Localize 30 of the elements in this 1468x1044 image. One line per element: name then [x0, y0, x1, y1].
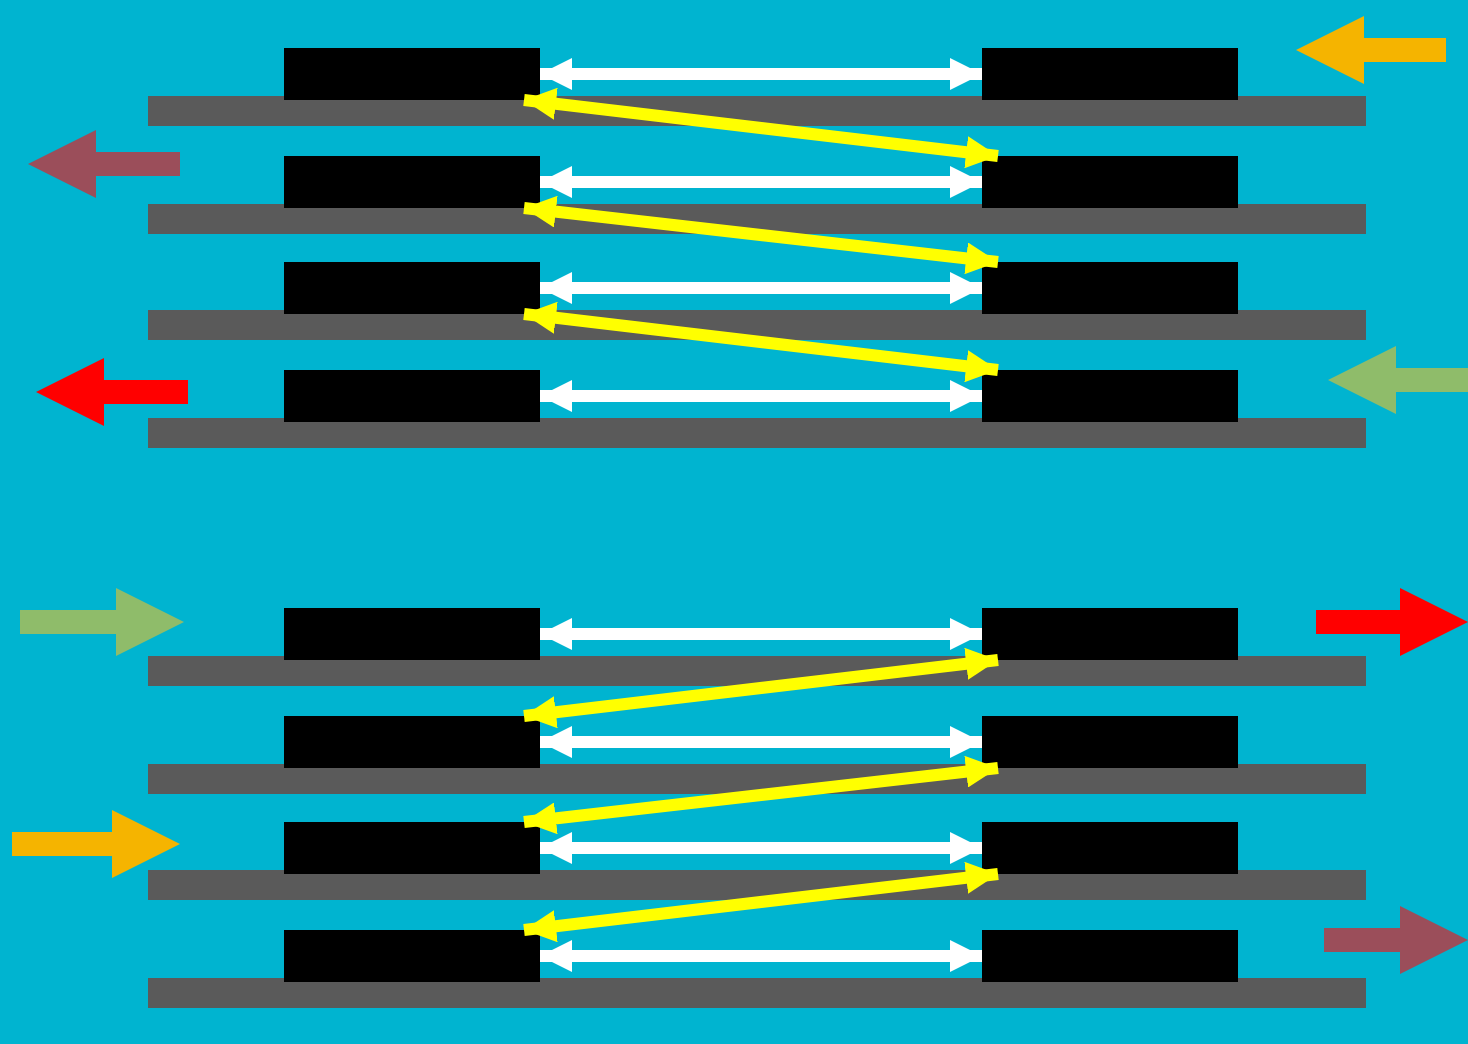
- block: [284, 370, 540, 422]
- double-arrow: [540, 832, 982, 864]
- block: [982, 822, 1238, 874]
- double-arrow: [523, 87, 999, 169]
- block: [284, 156, 540, 208]
- double-arrow: [540, 726, 982, 758]
- block: [982, 262, 1238, 314]
- block: [982, 716, 1238, 768]
- double-arrow: [523, 861, 999, 943]
- block: [284, 608, 540, 660]
- block: [982, 48, 1238, 100]
- block: [982, 930, 1238, 982]
- block: [982, 156, 1238, 208]
- double-arrow: [540, 940, 982, 972]
- block: [284, 930, 540, 982]
- double-arrow: [523, 301, 999, 383]
- double-arrow: [523, 647, 999, 729]
- block: [284, 716, 540, 768]
- double-arrow: [540, 618, 982, 650]
- double-arrow: [540, 380, 982, 412]
- block: [982, 608, 1238, 660]
- double-arrow: [523, 755, 999, 835]
- block: [284, 822, 540, 874]
- double-arrow: [540, 166, 982, 198]
- double-arrow: [540, 272, 982, 304]
- double-arrow: [523, 195, 999, 275]
- block: [284, 262, 540, 314]
- block: [284, 48, 540, 100]
- double-arrow: [540, 58, 982, 90]
- block: [982, 370, 1238, 422]
